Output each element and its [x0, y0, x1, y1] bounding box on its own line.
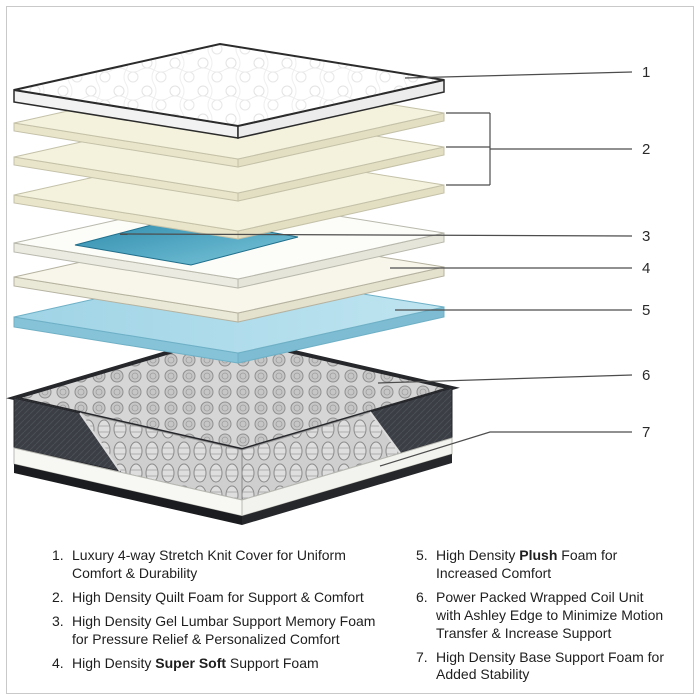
bottom-border-left	[14, 464, 242, 525]
legend-item-1-text: Luxury 4-way Stretch Knit Cover for Unif…	[72, 547, 382, 583]
legend-item-2-text: High Density Quilt Foam for Support & Co…	[72, 589, 364, 607]
legend-item-4: 4. High Density Super Soft Support Foam	[52, 655, 382, 673]
legend-column-right: 5. High Density Plush Foam for Increased…	[416, 547, 664, 684]
legend-item-2: 2. High Density Quilt Foam for Support &…	[52, 589, 382, 607]
legend-item-5-number: 5.	[416, 547, 428, 563]
callout-number-3: 3	[642, 228, 650, 245]
legend-item-7-text: High Density Base Support Foam for Added…	[436, 649, 664, 685]
callout-number-7: 7	[642, 424, 650, 441]
legend-item-7-number: 7.	[416, 648, 428, 665]
callout-line-7	[379, 431, 632, 467]
legend-item-5-bold: Plush	[519, 547, 558, 563]
legend-item-3-text: High Density Gel Lumbar Support Memory F…	[72, 613, 382, 649]
callout-number-1: 1	[642, 64, 650, 81]
legend-item-2-number: 2.	[52, 588, 64, 605]
bottom-border-right	[242, 454, 452, 525]
legend-item-4-text: High Density Super Soft Support Foam	[72, 655, 319, 673]
legend-item-4-post: Support Foam	[226, 654, 319, 671]
legend-item-4-bold: Super Soft	[155, 654, 227, 671]
callout-line-6	[377, 374, 633, 384]
legend-item-3: 3. High Density Gel Lumbar Support Memor…	[52, 613, 382, 649]
callout-numbers: 1 2 3 4 5 6 7	[642, 64, 650, 441]
base-foam-layer	[13, 437, 453, 525]
legend-item-5-pre: High Density	[436, 547, 520, 563]
legend-item-5-text: High Density Plush Foam for Increased Co…	[436, 547, 664, 583]
legend-item-4-pre: High Density	[72, 654, 156, 671]
callout-line-1	[404, 71, 633, 79]
callout-number-4: 4	[642, 260, 650, 277]
callout-lines	[119, 71, 633, 467]
callout-line-3	[119, 233, 633, 237]
callout-number-2: 2	[642, 141, 650, 158]
legend-item-4-number: 4.	[52, 654, 64, 671]
stretch-knit-cover-layer	[13, 42, 445, 139]
legend-item-5-post: Foam for Increased Comfort	[436, 547, 618, 581]
legend-item-6-number: 6.	[416, 588, 428, 605]
mattress-diagram: 1 2 3 4 5 6 7	[6, 42, 650, 525]
legend-item-3-pre: High Density Gel Lumbar Support Memory F…	[72, 612, 376, 647]
legend-item-7: 7. High Density Base Support Foam for Ad…	[416, 649, 664, 685]
legend-item-7-pre: High Density Base Support Foam for Added…	[436, 648, 664, 683]
edge-support-piping-left	[79, 412, 121, 472]
edge-support-piping-right	[369, 411, 401, 454]
cover-top-face	[13, 42, 445, 128]
legend-item-5: 5. High Density Plush Foam for Increased…	[416, 547, 664, 583]
legend-item-6-pre: Power Packed Wrapped Coil Unit with Ashl…	[436, 588, 664, 641]
legend-item-6-text: Power Packed Wrapped Coil Unit with Ashl…	[436, 589, 664, 643]
legend-item-2-pre: High Density Quilt Foam for Support & Co…	[72, 588, 364, 605]
callout-number-6: 6	[642, 367, 650, 384]
legend: 1. Luxury 4-way Stretch Knit Cover for U…	[52, 547, 664, 684]
legend-item-1-pre: Luxury 4-way Stretch Knit Cover for Unif…	[72, 547, 346, 581]
callout-number-5: 5	[642, 302, 650, 319]
legend-item-6: 6. Power Packed Wrapped Coil Unit with A…	[416, 589, 664, 643]
legend-item-1-number: 1.	[52, 547, 64, 563]
legend-item-3-number: 3.	[52, 612, 64, 629]
legend-column-left: 1. Luxury 4-way Stretch Knit Cover for U…	[52, 547, 382, 684]
legend-item-1: 1. Luxury 4-way Stretch Knit Cover for U…	[52, 547, 382, 583]
